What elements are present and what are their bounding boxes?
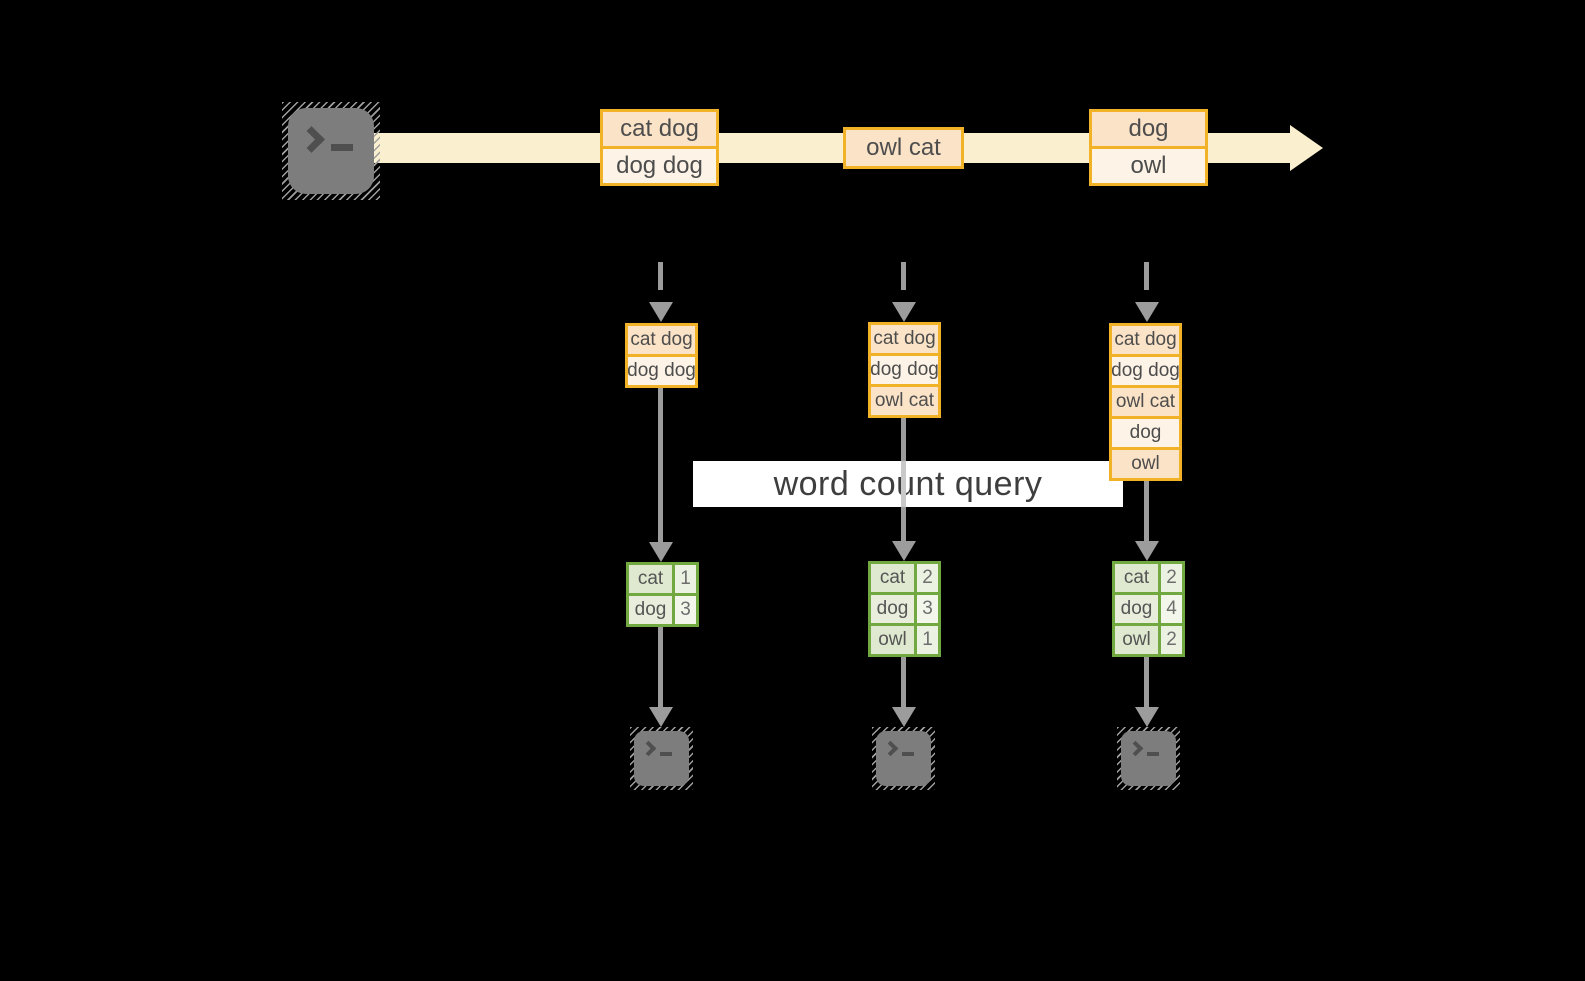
cursor-underscore-icon bbox=[660, 752, 672, 756]
stream-arrowhead-icon bbox=[1290, 125, 1323, 171]
result-arrow-line bbox=[901, 657, 906, 707]
record-stack-2: cat dog dog dog owl cat bbox=[868, 322, 941, 418]
record-stack-1: cat dog dog dog bbox=[625, 323, 698, 388]
terminal-screen bbox=[1121, 731, 1176, 786]
terminal-prompt-icon bbox=[640, 740, 672, 757]
table-row: cat 2 bbox=[1115, 564, 1182, 592]
cursor-underscore-icon bbox=[331, 144, 353, 151]
cursor-underscore-icon bbox=[1147, 752, 1159, 756]
ingest-arrow-dash bbox=[901, 262, 906, 290]
stack-row: dog dog bbox=[870, 356, 939, 384]
query-arrowhead-icon bbox=[892, 541, 916, 561]
message-line: owl cat bbox=[846, 130, 961, 166]
source-terminal-icon bbox=[282, 102, 380, 200]
stack-row: owl cat bbox=[1112, 388, 1179, 416]
ingest-arrowhead-icon bbox=[649, 302, 673, 322]
message-line: dog dog bbox=[603, 149, 716, 183]
query-arrowhead-icon bbox=[649, 542, 673, 562]
word-cell: dog bbox=[629, 596, 672, 624]
table-row: cat 2 bbox=[871, 564, 938, 592]
stack-row: dog dog bbox=[627, 357, 696, 385]
count-cell: 2 bbox=[1161, 564, 1182, 592]
stream-message-box-3: dog owl bbox=[1089, 109, 1208, 186]
record-stack-3: cat dog dog dog owl cat dog owl bbox=[1109, 323, 1182, 481]
table-row: owl 2 bbox=[1115, 626, 1182, 654]
query-label-band: word count query bbox=[693, 461, 1123, 507]
arrow-over-band-stripe bbox=[901, 461, 906, 507]
ingest-arrowhead-icon bbox=[1135, 302, 1159, 322]
word-cell: owl bbox=[871, 626, 914, 654]
output-terminal-icon-1 bbox=[630, 727, 693, 790]
count-cell: 4 bbox=[1161, 595, 1182, 623]
query-arrowhead-icon bbox=[1135, 541, 1159, 561]
query-label: word count query bbox=[773, 464, 1043, 503]
terminal-screen bbox=[634, 731, 689, 786]
word-cell: cat bbox=[629, 565, 672, 593]
result-arrow-line bbox=[658, 627, 663, 707]
count-table-2: cat 2 dog 3 owl 1 bbox=[868, 561, 941, 657]
word-cell: dog bbox=[1115, 595, 1158, 623]
chevron-right-icon bbox=[298, 126, 325, 153]
table-row: dog 4 bbox=[1115, 595, 1182, 623]
result-arrowhead-icon bbox=[649, 707, 673, 727]
ingest-arrowhead-icon bbox=[892, 302, 916, 322]
count-table-1: cat 1 dog 3 bbox=[626, 562, 699, 627]
count-cell: 3 bbox=[675, 596, 696, 624]
result-arrowhead-icon bbox=[892, 707, 916, 727]
stack-row: dog dog bbox=[1111, 357, 1180, 385]
stack-row: owl cat bbox=[871, 387, 938, 415]
word-cell: cat bbox=[1115, 564, 1158, 592]
output-terminal-icon-2 bbox=[872, 727, 935, 790]
terminal-screen bbox=[288, 108, 374, 194]
chevron-right-icon bbox=[882, 740, 899, 757]
word-cell: dog bbox=[871, 595, 914, 623]
output-terminal-icon-3 bbox=[1117, 727, 1180, 790]
result-arrowhead-icon bbox=[1135, 707, 1159, 727]
chevron-right-icon bbox=[1127, 740, 1144, 757]
message-line: cat dog bbox=[603, 112, 716, 146]
stack-row: cat dog bbox=[871, 325, 938, 353]
result-arrow-line bbox=[1144, 657, 1149, 707]
table-row: owl 1 bbox=[871, 626, 938, 654]
count-cell: 1 bbox=[917, 626, 938, 654]
table-row: dog 3 bbox=[629, 596, 696, 624]
stream-message-box-2: owl cat bbox=[843, 127, 964, 169]
word-cell: owl bbox=[1115, 626, 1158, 654]
count-table-3: cat 2 dog 4 owl 2 bbox=[1112, 561, 1185, 657]
chevron-right-icon bbox=[640, 740, 657, 757]
stack-row: dog bbox=[1112, 419, 1179, 447]
query-arrow-line bbox=[1144, 481, 1149, 541]
table-row: dog 3 bbox=[871, 595, 938, 623]
stack-row: cat dog bbox=[628, 326, 695, 354]
count-cell: 2 bbox=[1161, 626, 1182, 654]
terminal-prompt-icon bbox=[1127, 740, 1159, 757]
stack-row: owl bbox=[1112, 450, 1179, 478]
count-cell: 1 bbox=[675, 565, 696, 593]
query-arrow-line bbox=[658, 388, 663, 542]
table-row: cat 1 bbox=[629, 565, 696, 593]
ingest-arrow-dash bbox=[658, 262, 663, 290]
count-cell: 2 bbox=[917, 564, 938, 592]
terminal-prompt-icon bbox=[298, 126, 353, 153]
message-line: owl bbox=[1092, 149, 1205, 183]
message-line: dog bbox=[1092, 112, 1205, 146]
count-cell: 3 bbox=[917, 595, 938, 623]
ingest-arrow-dash bbox=[1144, 262, 1149, 290]
terminal-prompt-icon bbox=[882, 740, 914, 757]
stream-message-box-1: cat dog dog dog bbox=[600, 109, 719, 186]
word-cell: cat bbox=[871, 564, 914, 592]
terminal-screen bbox=[876, 731, 931, 786]
stack-row: cat dog bbox=[1112, 326, 1179, 354]
cursor-underscore-icon bbox=[902, 752, 914, 756]
